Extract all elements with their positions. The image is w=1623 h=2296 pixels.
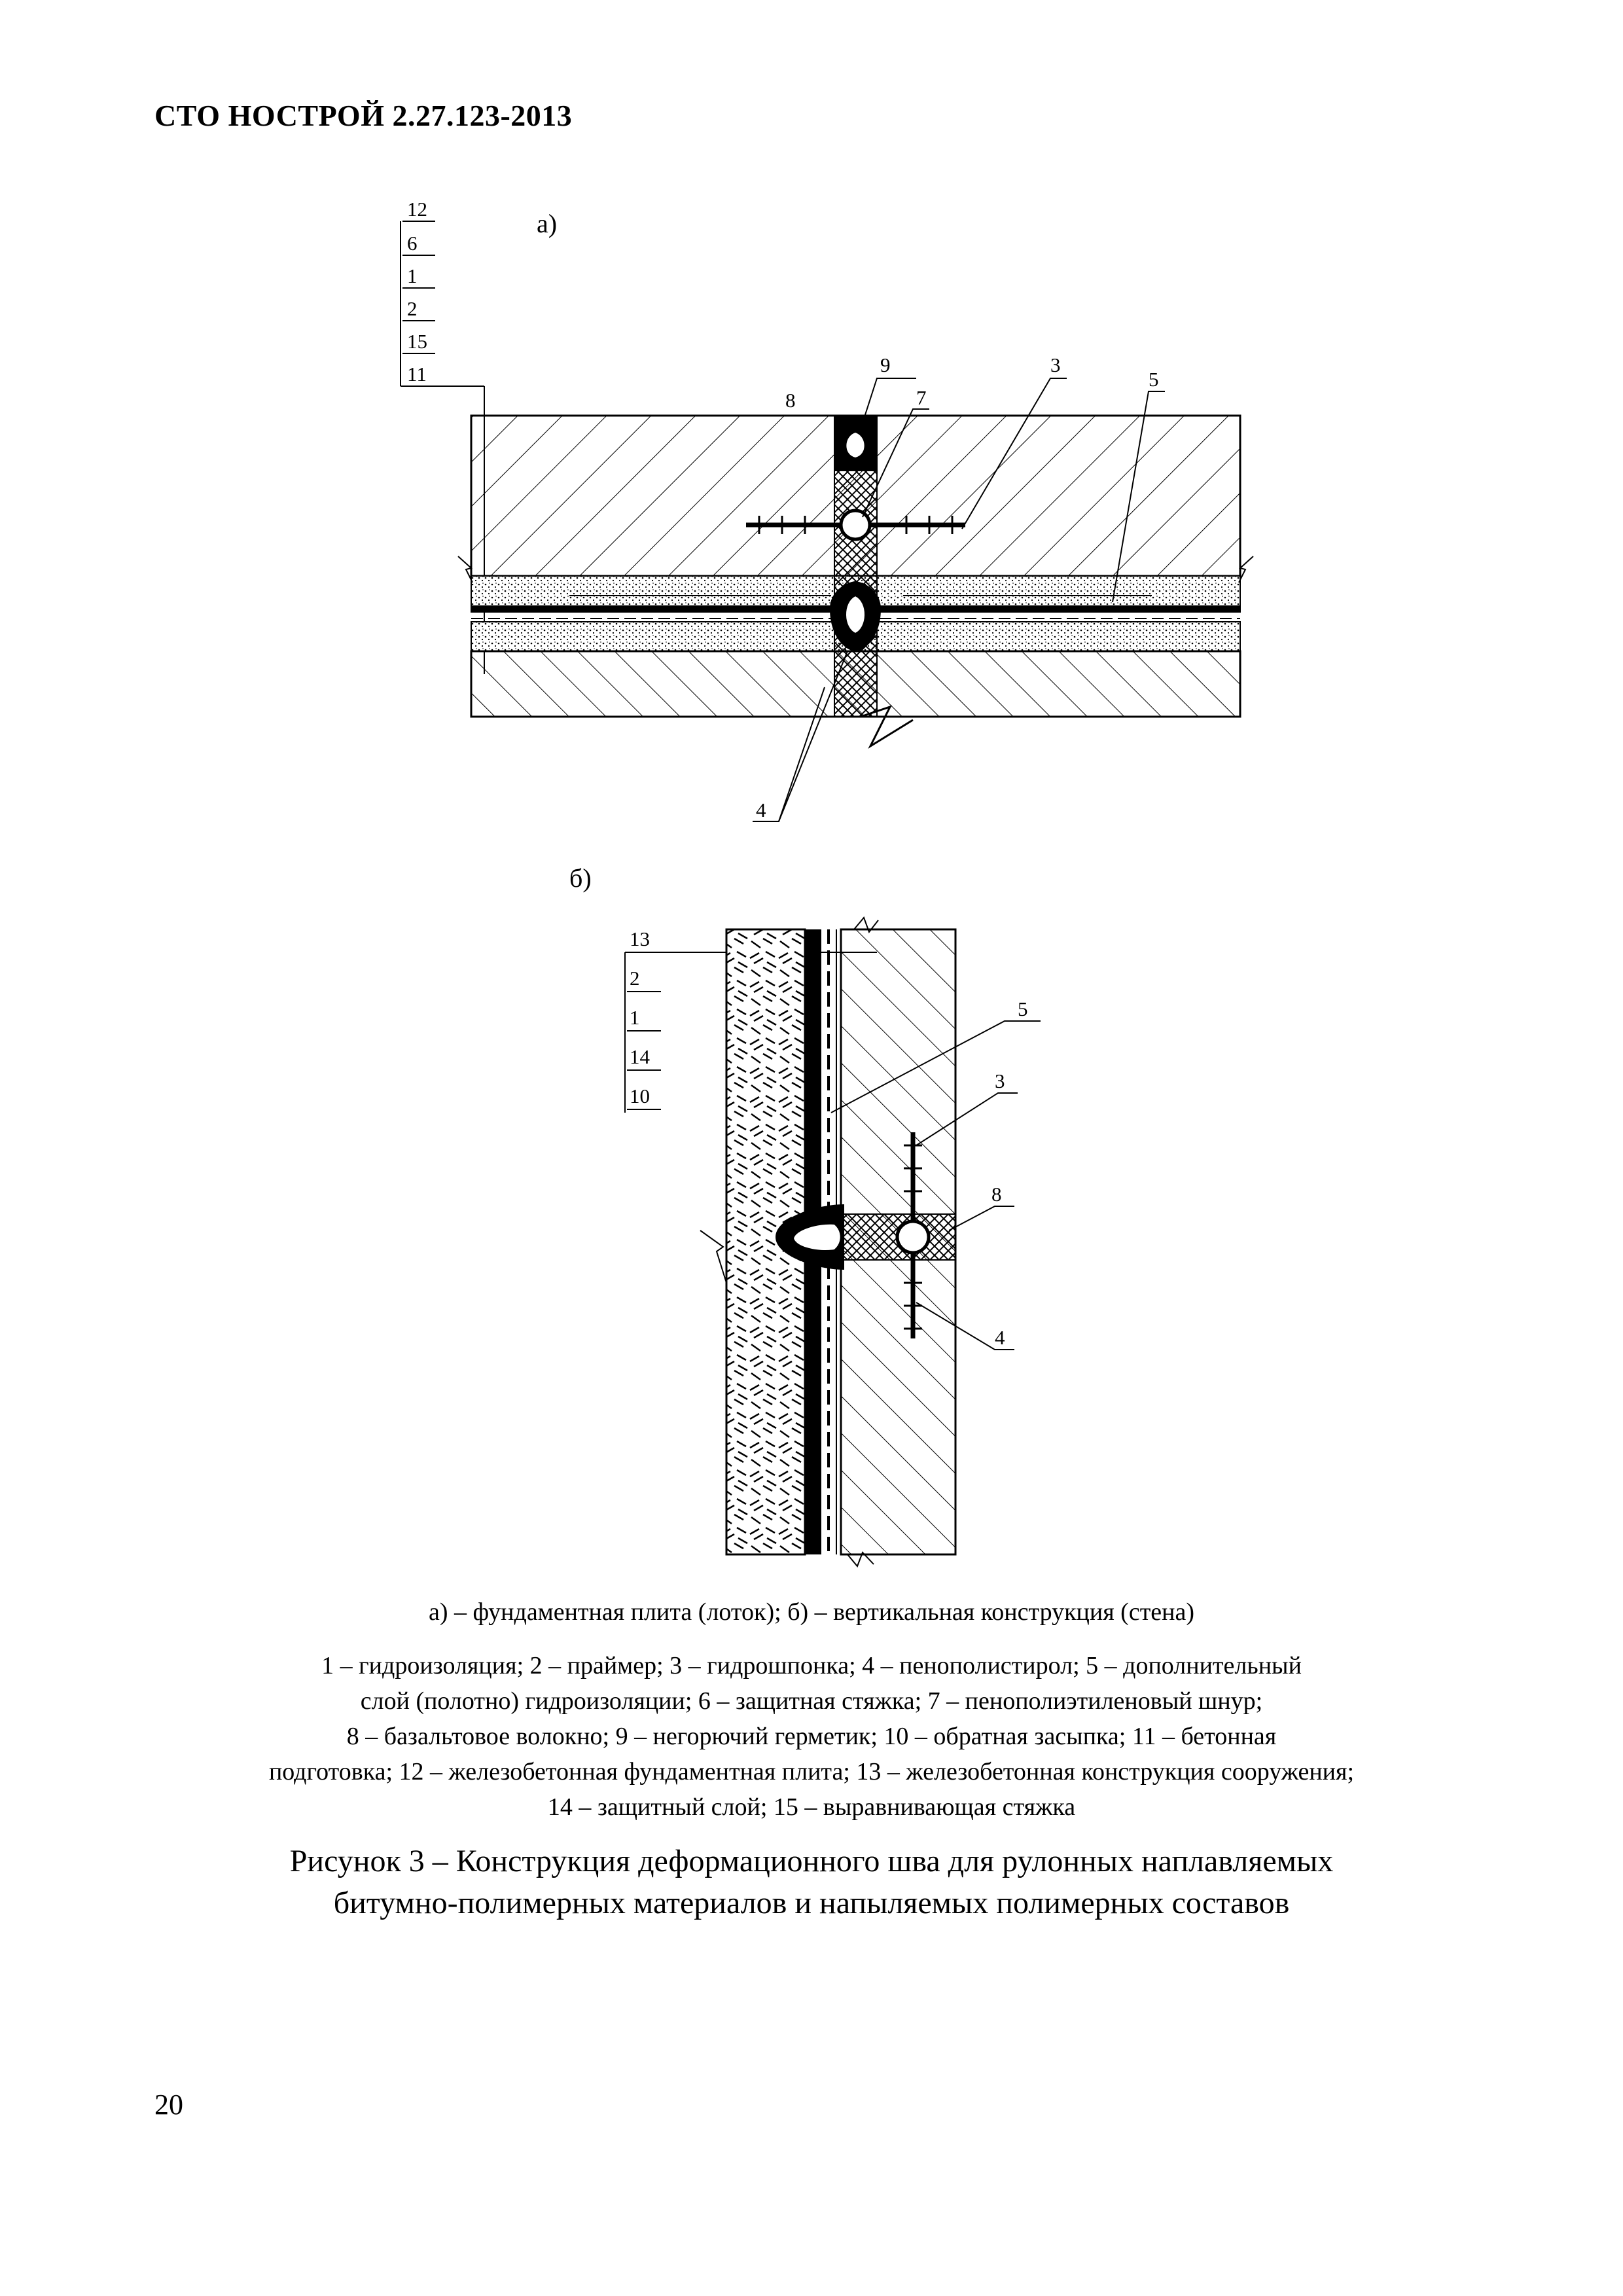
figure-subcaption: а) – фундаментная плита (лоток); б) – ве… [428,1598,1195,1626]
wall-callout-8: 8 [991,1183,1002,1206]
stack-label-2: 2 [407,297,418,320]
stack-label-1: 1 [407,264,418,287]
callout-4: 4 [756,798,766,821]
legend-line: 8 – базальтовое волокно; 9 – негорючий г… [346,1723,1277,1750]
wall-callout-3: 3 [995,1069,1005,1092]
figure-captions: а) – фундаментная плита (лоток); б) – ве… [131,1594,1492,1924]
stack-label-11: 11 [407,363,427,386]
legend-line: слой (полотно) гидроизоляции; 6 – защитн… [360,1687,1263,1715]
stack-label-12: 12 [407,198,427,221]
panel-b-label: б) [569,863,592,893]
callout-9: 9 [880,353,891,376]
stack-label-14: 14 [630,1045,651,1068]
panel-b: б) 13 2 1 14 10 [569,863,1041,1568]
stack-label-15: 15 [407,330,427,353]
panel-a: а) 12 6 1 2 15 11 [400,198,1254,822]
panel-a-label: а) [537,209,557,238]
figure-legend: 1 – гидроизоляция; 2 – праймер; 3 – гидр… [131,1648,1492,1825]
stack-label-1: 1 [630,1006,640,1029]
stack-label-2: 2 [630,967,640,990]
figure-title: Рисунок 3 – Конструкция деформационного … [131,1840,1492,1924]
figure-title-line: битумно-полимерных материалов и напыляем… [333,1886,1290,1920]
callout-3: 3 [1050,353,1061,376]
callout-7: 7 [916,386,927,409]
legend-line: 1 – гидроизоляция; 2 – праймер; 3 – гидр… [321,1652,1302,1679]
figure-title-line: Рисунок 3 – Конструкция деформационного … [289,1844,1334,1878]
stack-label-13: 13 [630,927,650,950]
wall-callout-5: 5 [1018,997,1028,1020]
stack-label-6: 6 [407,232,418,255]
callout-8: 8 [785,389,796,412]
wall-callout-4: 4 [995,1326,1005,1349]
document-code-header: СТО НОСТРОЙ 2.27.123-2013 [154,99,573,132]
legend-line: подготовка; 12 – железобетонная фундамен… [268,1758,1355,1785]
legend-line: 14 – защитный слой; 15 – выравнивающая с… [547,1793,1076,1821]
stack-label-10: 10 [630,1085,650,1107]
callout-5: 5 [1149,368,1159,391]
page-number: 20 [154,2089,183,2121]
wall-foam-cord [895,1219,931,1255]
foam-cord [839,509,872,541]
